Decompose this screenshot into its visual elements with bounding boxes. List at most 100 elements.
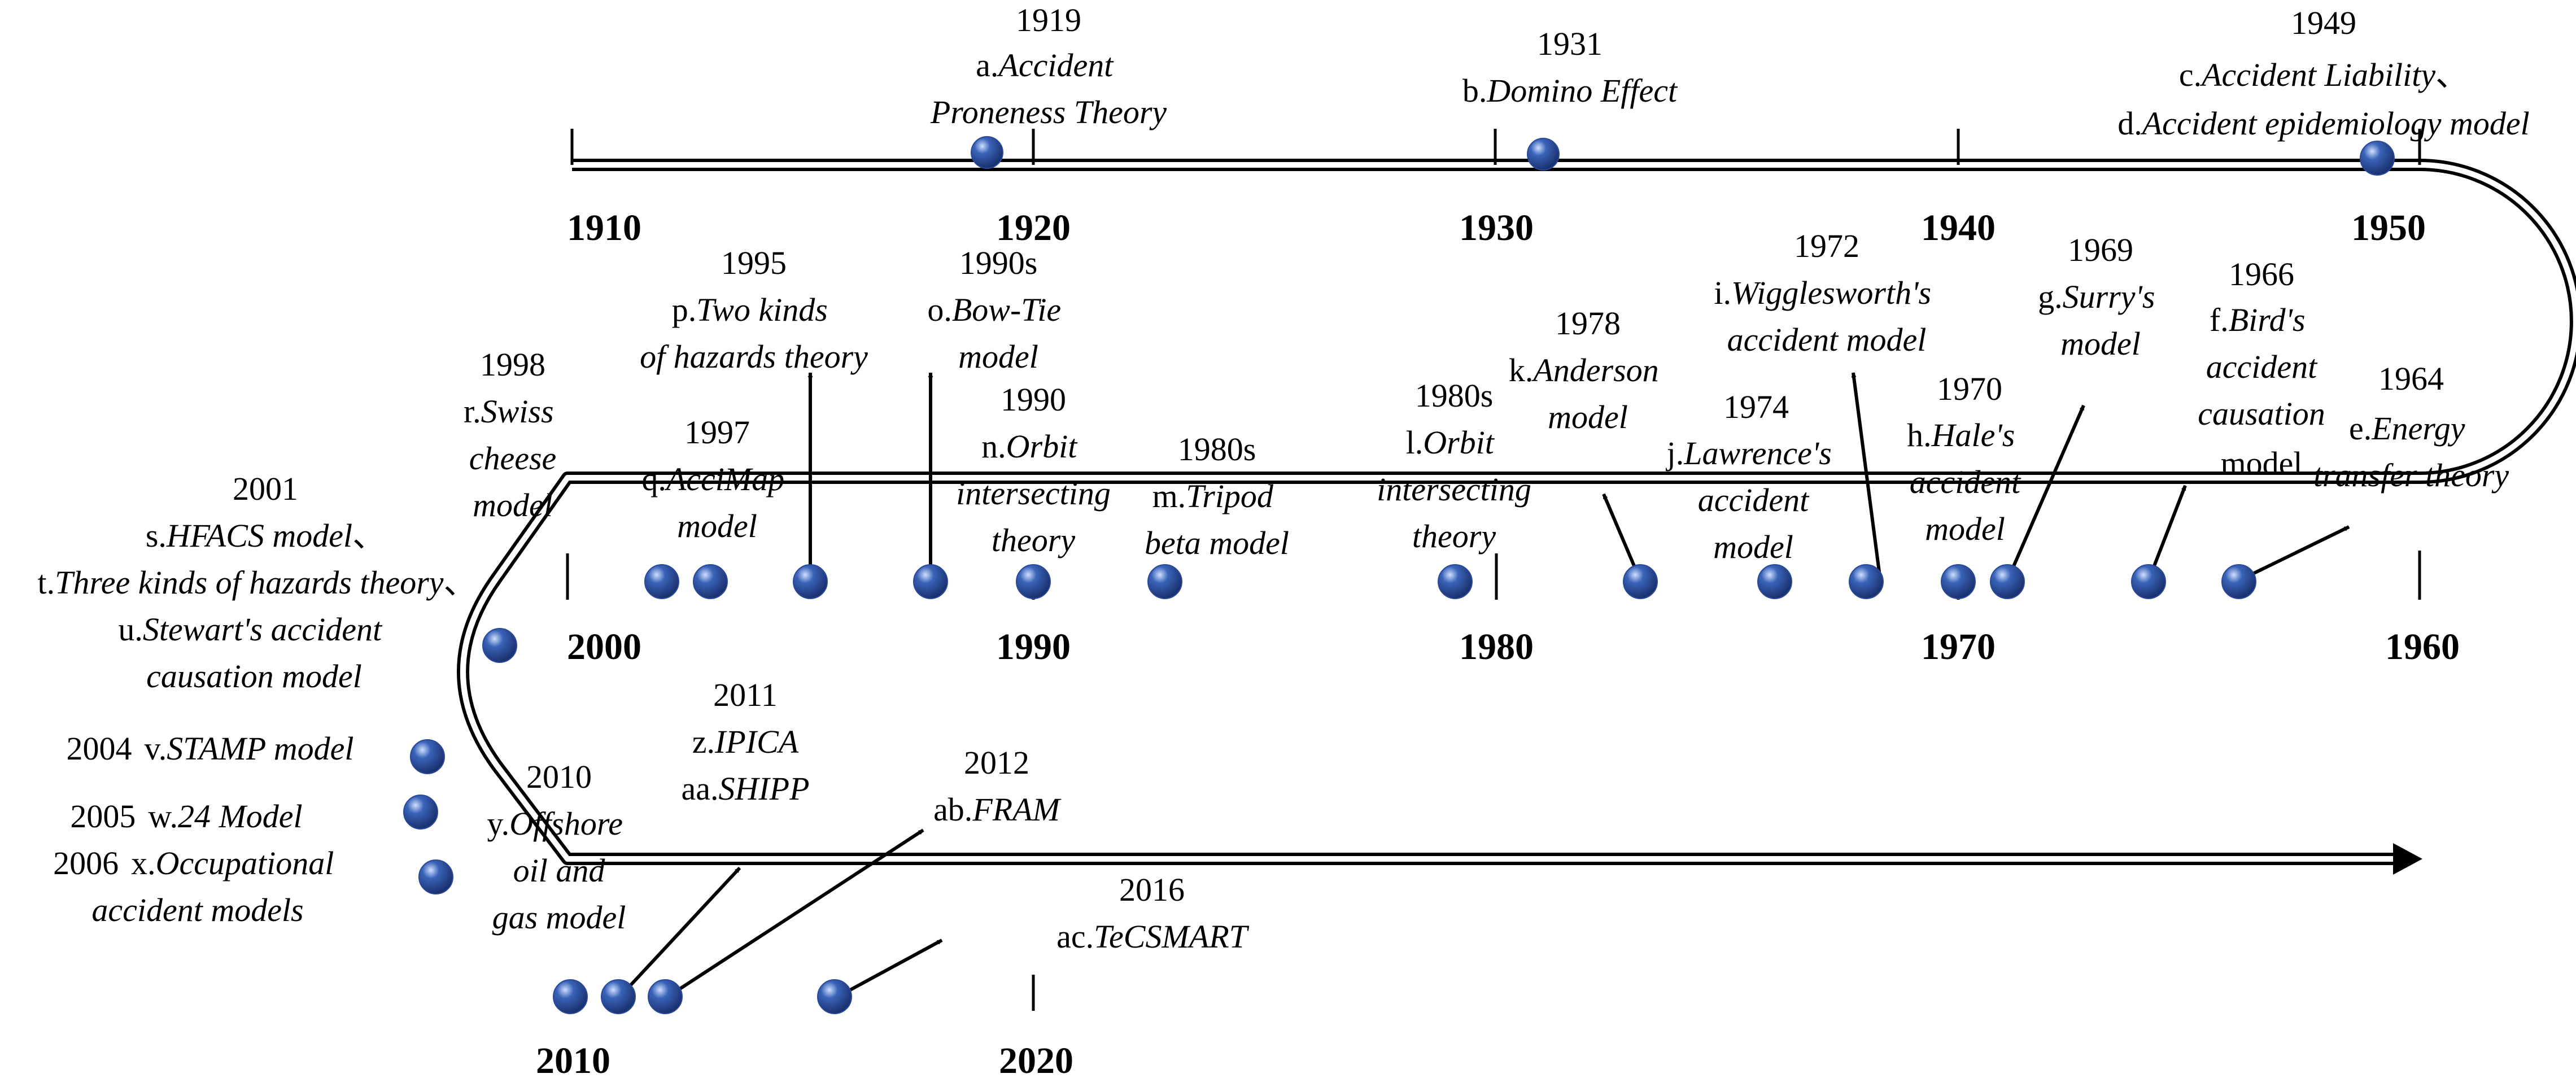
- event-s-name: HFACS model: [166, 517, 352, 554]
- event-e-year: 1964: [2378, 360, 2444, 397]
- marker-y: [553, 979, 588, 1014]
- event-k-text: k.Anderson model: [1509, 352, 1667, 435]
- event-a: 1919 a.Accident Proneness Theory: [930, 2, 1167, 130]
- marker-b: [1527, 138, 1560, 171]
- marker-v: [410, 739, 445, 774]
- event-i-name-line-2: accident model: [1727, 321, 1927, 358]
- event-cd: 1949 c.Accident Liability、 d.Accident ep…: [2117, 5, 2530, 142]
- event-h-year: 1970: [1937, 370, 2002, 407]
- tick-label-2000: 2000: [567, 626, 641, 667]
- tick-label-1990: 1990: [996, 626, 1071, 667]
- event-e: 1964 e.Energy transfer theory: [2313, 360, 2509, 494]
- event-d-name: Accident epidemiology model: [2140, 105, 2530, 142]
- event-q-name-line-2: model: [677, 508, 757, 544]
- event-i-name: Wigglesworth's: [1731, 274, 1931, 311]
- event-f-name-line-2: accident: [2206, 348, 2318, 385]
- event-s-text: s.HFACS model、: [146, 517, 385, 554]
- event-q-label: q.: [641, 461, 666, 497]
- marker-g: [1990, 564, 2025, 599]
- event-y-name-line-3: gas model: [492, 899, 626, 936]
- event-e-text: e.Energy transfer theory: [2313, 410, 2509, 494]
- event-n-year: 1990: [1001, 381, 1066, 418]
- event-j-label: j.: [1666, 435, 1684, 472]
- track-inner: [460, 162, 2576, 862]
- event-e-label: e.: [2349, 410, 2372, 447]
- event-p-name-line-2: of hazards theory: [640, 338, 868, 375]
- event-f-year: 1966: [2229, 256, 2294, 293]
- event-k-name-line-2: model: [1548, 399, 1628, 435]
- arrow-zaa: [617, 866, 741, 1000]
- event-a-name-line-2: Proneness Theory: [930, 94, 1167, 130]
- event-g-name: Surry's: [2063, 278, 2155, 315]
- event-g: 1969 g.Surry's model: [2038, 232, 2155, 362]
- event-ac-name: TeCSMART: [1094, 918, 1250, 955]
- event-m-name-line-2: beta model: [1145, 525, 1289, 561]
- event-o-name: Bow-Tie: [952, 291, 1061, 328]
- tick-label-1930: 1930: [1459, 207, 1534, 248]
- tick-labels: 1910 1920 1930 1940 1950 2000 1990 1980 …: [536, 207, 2460, 1078]
- event-ab-year: 2012: [964, 744, 1029, 781]
- event-o-text: o.Bow-Tie model: [927, 291, 1069, 375]
- tick-label-1910: 1910: [567, 207, 641, 248]
- marker-e: [2221, 564, 2256, 599]
- marker-a: [971, 136, 1003, 169]
- event-l-name-line-2: intersecting: [1377, 471, 1531, 508]
- event-p-text: p.Two kinds of hazards theory: [640, 291, 868, 375]
- event-e-name: Energy: [2371, 410, 2465, 447]
- event-u-text: u.Stewart's accident causation model: [118, 611, 390, 695]
- event-stu-year: 2001: [233, 470, 298, 507]
- event-x-name: Occupational: [156, 845, 334, 881]
- tick-label-2010: 2010: [536, 1040, 610, 1078]
- event-ab: 2012 ab.FRAM: [933, 744, 1062, 828]
- event-o-label: o.: [927, 291, 952, 328]
- event-s-separator: 、: [352, 517, 385, 554]
- event-m: 1980s m.Tripod beta model: [1145, 431, 1289, 561]
- event-k-name: Anderson: [1531, 352, 1658, 389]
- event-y-year: 2010: [526, 758, 592, 795]
- event-i-text: i.Wigglesworth's accident model: [1714, 274, 1939, 358]
- event-m-year: 1980s: [1178, 431, 1256, 468]
- marker-w: [403, 795, 438, 830]
- event-i-year: 1972: [1794, 228, 1859, 264]
- event-e-name-line-2: transfer theory: [2313, 457, 2509, 494]
- event-f-name-line-3: causation: [2198, 395, 2325, 432]
- event-u-name: Stewart's accident: [143, 611, 383, 648]
- tick-label-1920: 1920: [996, 207, 1071, 248]
- marker-cd: [2360, 141, 2395, 176]
- event-p-label: p.: [672, 291, 697, 328]
- event-w-name: 24 Model: [178, 798, 303, 835]
- event-c-separator: 、: [2435, 56, 2468, 93]
- event-aa-label: aa.: [681, 770, 718, 807]
- event-r-year: 1998: [480, 346, 545, 383]
- event-g-name-line-2: model: [2060, 325, 2141, 362]
- marker-i: [1849, 564, 1884, 599]
- event-n-name-line-3: theory: [992, 522, 1075, 558]
- event-o-name-line-2: model: [958, 338, 1038, 375]
- event-b-label: b.: [1462, 72, 1487, 109]
- event-l-name-line-3: theory: [1412, 518, 1496, 555]
- event-stu: 2001 s.HFACS model、 t.Three kinds of haz…: [37, 470, 476, 695]
- marker-zaa: [601, 979, 636, 1014]
- event-k: 1978 k.Anderson model: [1509, 305, 1667, 435]
- event-ab-text: ab.FRAM: [933, 791, 1062, 828]
- event-markers: [403, 136, 2395, 1014]
- event-y-name-line-2: oil and: [513, 852, 606, 889]
- event-d-label: d.: [2117, 105, 2142, 142]
- event-h-name: Hale's: [1931, 417, 2015, 453]
- pointer-arrows: [617, 372, 2350, 1000]
- tick-label-1980: 1980: [1459, 626, 1534, 667]
